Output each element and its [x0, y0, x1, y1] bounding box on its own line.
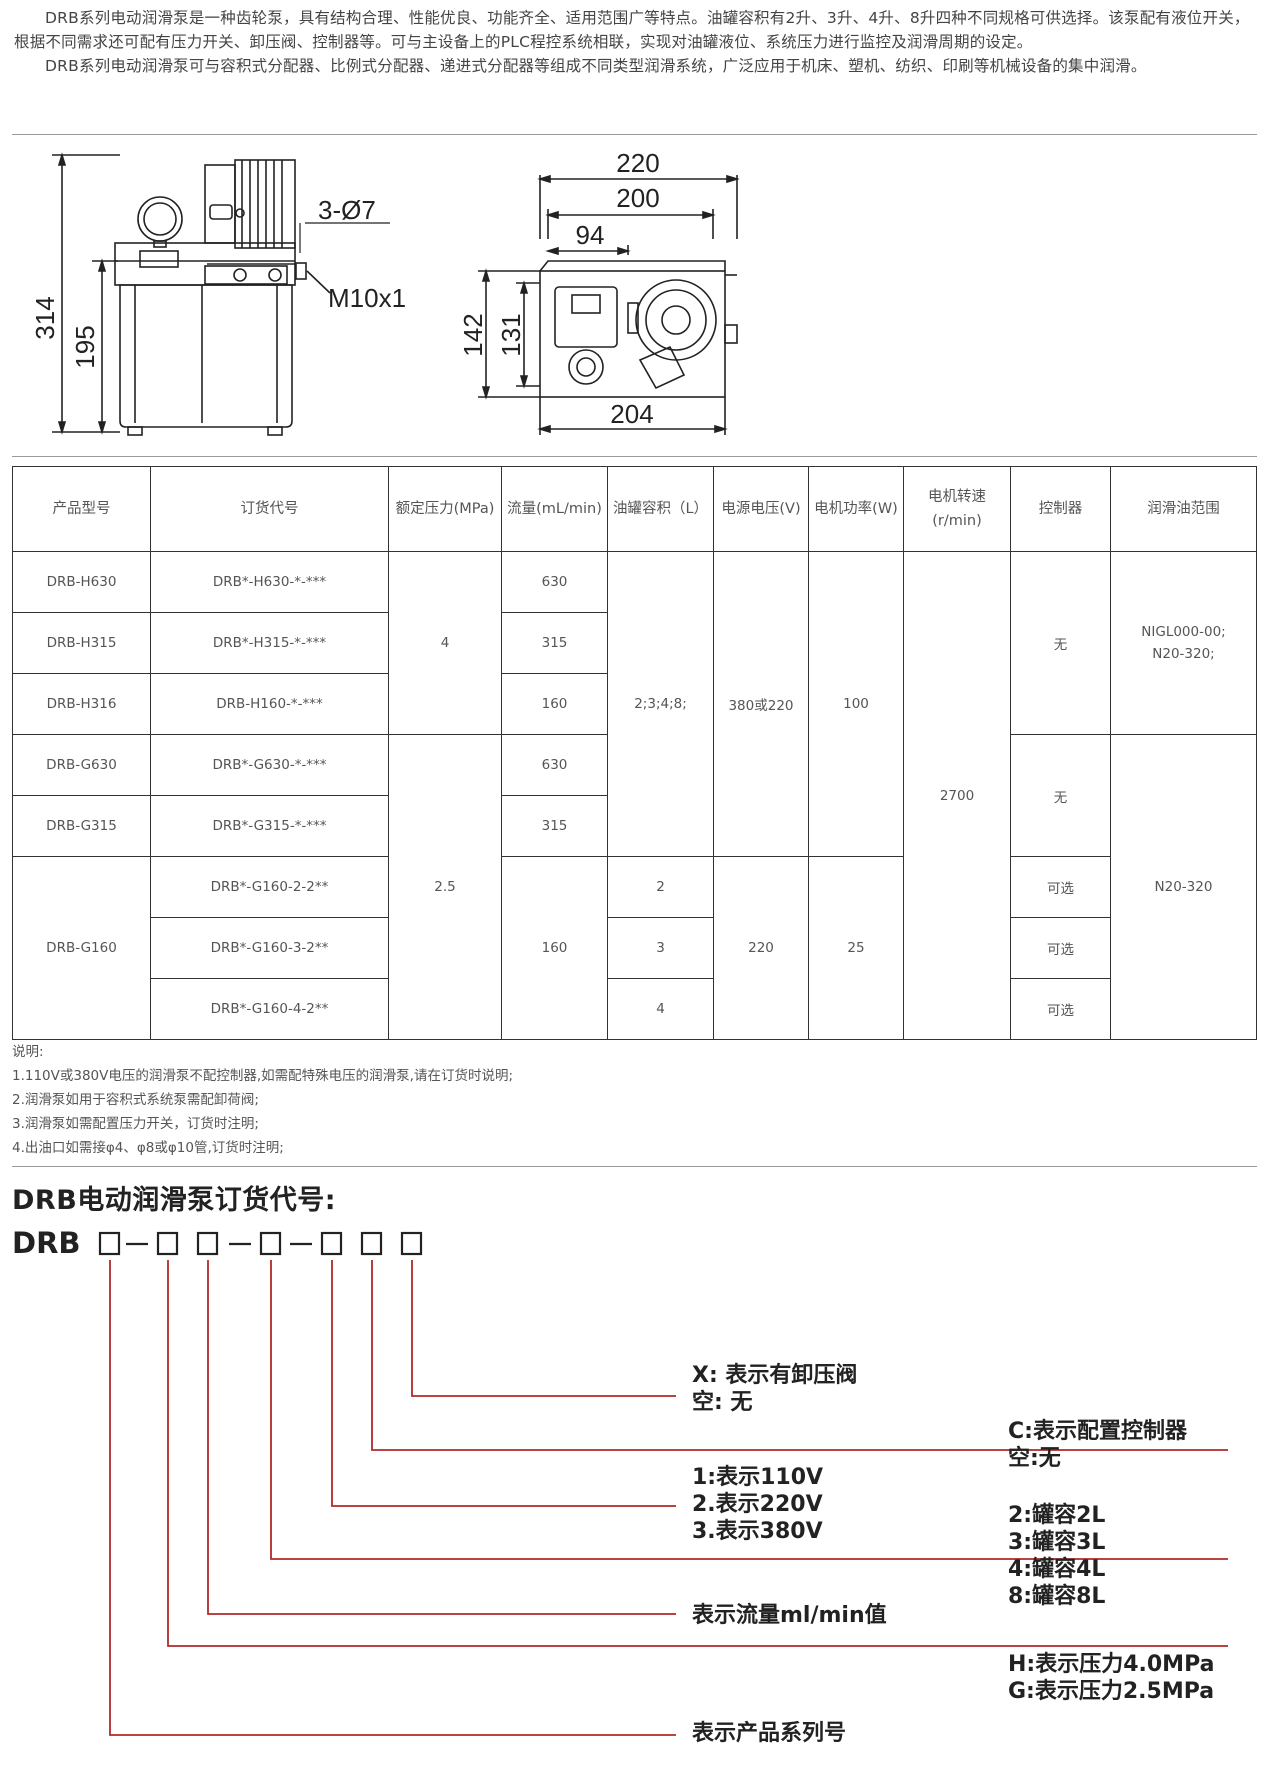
controller-label: C:表示配置控制器 空:无 — [1008, 1418, 1187, 1472]
divider — [12, 1166, 1257, 1167]
header-speed: 电机转速 (r/min) — [903, 466, 1011, 552]
cell-order-code: DRB-H160-*-*** — [150, 673, 389, 735]
header-pressure: 额定压力(MPa) — [388, 466, 502, 552]
spec-table: 产品型号 订货代号 额定压力(MPa) 流量(mL/min) 油罐容积（L） 电… — [12, 466, 1257, 1040]
cell-voltage: 220 — [713, 856, 809, 1040]
cell-model: DRB-G160 — [12, 856, 151, 1040]
order-code-title: DRB电动润滑泵订货代号: — [12, 1185, 337, 1216]
dim-195-label: 195 — [70, 325, 100, 368]
cell-oil-line1: NIGL000-00; — [1141, 624, 1226, 640]
cell-order-code: DRB*-G315-*-*** — [150, 795, 389, 857]
pressure-label: H:表示压力4.0MPa G:表示压力2.5MPa — [1008, 1651, 1214, 1705]
header-controller: 控制器 — [1010, 466, 1111, 552]
holes-label: 3-Ø7 — [318, 195, 376, 225]
cell-power: 25 — [808, 856, 904, 1040]
front-view-drawing — [52, 152, 390, 436]
voltage-line2: 2.表示220V — [692, 1492, 823, 1517]
cell-volume: 4 — [607, 978, 714, 1040]
cell-model: DRB-H315 — [12, 612, 151, 674]
table-row: DRB*-G160-4-2** 4 可选 — [13, 978, 1257, 1040]
capacity-label: 2:罐容2L 3:罐容3L 4:罐容4L 8:罐容8L — [1008, 1502, 1105, 1610]
cell-model: DRB-H316 — [12, 673, 151, 735]
pressure-line1: H:表示压力4.0MPa — [1008, 1652, 1215, 1677]
note-item: 4.出油口如需接φ4、φ8或φ10管,订货时注明; — [12, 1140, 284, 1156]
dim-142-label: 142 — [458, 313, 488, 356]
cell-order-code: DRB*-G160-4-2** — [150, 978, 389, 1040]
cell-volume: 3 — [607, 917, 714, 979]
controller-line1: C:表示配置控制器 — [1008, 1419, 1187, 1444]
cell-controller: 无 — [1010, 734, 1111, 857]
order-code-prefix: DRB — [12, 1226, 81, 1260]
flow-label: 表示流量ml/min值 — [692, 1603, 887, 1628]
note-item: 1.110V或380V电压的润滑泵不配控制器,如需配特殊电压的润滑泵,请在订货时… — [12, 1068, 514, 1084]
header-voltage: 电源电压(V) — [713, 466, 809, 552]
header-flow: 流量(mL/min) — [501, 466, 608, 552]
cell-model: DRB-H630 — [12, 551, 151, 613]
cell-order-code: DRB*-G630-*-*** — [150, 734, 389, 796]
note-item: 2.润滑泵如用于容积式系统泵需配卸荷阀; — [12, 1092, 259, 1108]
cell-controller: 可选 — [1010, 917, 1111, 979]
divider — [12, 134, 1257, 135]
header-speed-line2: (r/min) — [932, 513, 982, 529]
table-row: DRB-G315 DRB*-G315-*-*** 315 — [12, 795, 1257, 857]
dim-200-label: 200 — [616, 183, 659, 213]
note-item: 3.润滑泵如需配置压力开关，订货时注明; — [12, 1116, 259, 1132]
intro-paragraph-2: DRB系列电动润滑泵可与容积式分配器、比例式分配器、递进式分配器等组成不同类型润… — [45, 57, 1147, 75]
intro-paragraph-1: DRB系列电动润滑泵是一种齿轮泵，具有结构合理、性能优良、功能齐全、适用范围广等… — [14, 9, 1250, 51]
notes-title: 说明: — [12, 1044, 44, 1060]
thread-label: M10x1 — [328, 283, 406, 313]
cell-flow: 315 — [501, 612, 608, 674]
table-row: DRB-H630 DRB*-H630-*-*** 4 630 2;3;4;8; … — [12, 551, 1257, 1040]
cell-order-code: DRB*-G160-2-2** — [150, 856, 389, 918]
notes: 说明: 1.110V或380V电压的润滑泵不配控制器,如需配特殊电压的润滑泵,请… — [12, 1040, 513, 1160]
leader-lines — [109, 1260, 1228, 1736]
table-row: DRB-H316 DRB-H160-*-*** 160 — [12, 673, 1257, 735]
cell-voltage: 380或220 — [713, 551, 809, 857]
cell-flow: 630 — [501, 551, 608, 613]
relief-valve-label: X: 表示有卸压阀 空: 无 — [692, 1362, 857, 1416]
dim-131-label: 131 — [496, 313, 526, 356]
divider — [12, 456, 1257, 457]
relief-valve-line1: X: 表示有卸压阀 — [692, 1363, 858, 1388]
capacity-line4: 8:罐容8L — [1008, 1584, 1106, 1609]
header-speed-line1: 电机转速 — [928, 489, 986, 505]
header-model: 产品型号 — [12, 466, 151, 552]
dim-204-label: 204 — [610, 399, 653, 429]
cell-controller: 可选 — [1010, 856, 1111, 918]
intro-text: DRB系列电动润滑泵是一种齿轮泵，具有结构合理、性能优良、功能齐全、适用范围广等… — [14, 6, 1258, 78]
dim-220-label: 220 — [616, 148, 659, 178]
capacity-line2: 3:罐容3L — [1008, 1530, 1106, 1555]
code-slot-boxes — [98, 1231, 423, 1256]
pressure-line2: G:表示压力2.5MPa — [1008, 1679, 1215, 1704]
top-view-drawing — [478, 174, 740, 435]
relief-valve-line2: 空: 无 — [692, 1390, 753, 1415]
table-row: DRB*-G160-3-2** 3 可选 — [13, 917, 1257, 979]
capacity-line1: 2:罐容2L — [1008, 1503, 1106, 1528]
cell-oil: N20-320 — [1110, 734, 1257, 1040]
cell-controller: 可选 — [1010, 978, 1111, 1040]
dim-94-label: 94 — [576, 220, 605, 250]
capacity-line3: 4:罐容4L — [1008, 1557, 1106, 1582]
voltage-line3: 3.表示380V — [692, 1519, 823, 1544]
cell-flow: 160 — [501, 673, 608, 735]
cell-speed: 2700 — [903, 551, 1011, 1040]
cell-pressure: 4 — [388, 551, 502, 735]
voltage-label: 1:表示110V 2.表示220V 3.表示380V — [692, 1464, 823, 1545]
cell-power: 100 — [808, 551, 904, 857]
voltage-line1: 1:表示110V — [692, 1465, 824, 1490]
cell-oil-line2: N20-320; — [1152, 646, 1215, 662]
cell-order-code: DRB*-H630-*-*** — [150, 551, 389, 613]
header-volume: 油罐容积（L） — [607, 466, 714, 552]
cell-flow: 315 — [501, 795, 608, 857]
series-label: 表示产品系列号 — [692, 1721, 847, 1746]
controller-line2: 空:无 — [1008, 1446, 1061, 1471]
cell-flow: 630 — [501, 734, 608, 796]
dimension-drawings: 314 195 3-Ø7 M10x1 220 200 94 142 131 20… — [30, 148, 740, 436]
table-row: DRB-G630 DRB*-G630-*-*** 2.5 630 无 N20-3… — [12, 734, 1257, 1040]
dim-314-label: 314 — [30, 296, 60, 339]
